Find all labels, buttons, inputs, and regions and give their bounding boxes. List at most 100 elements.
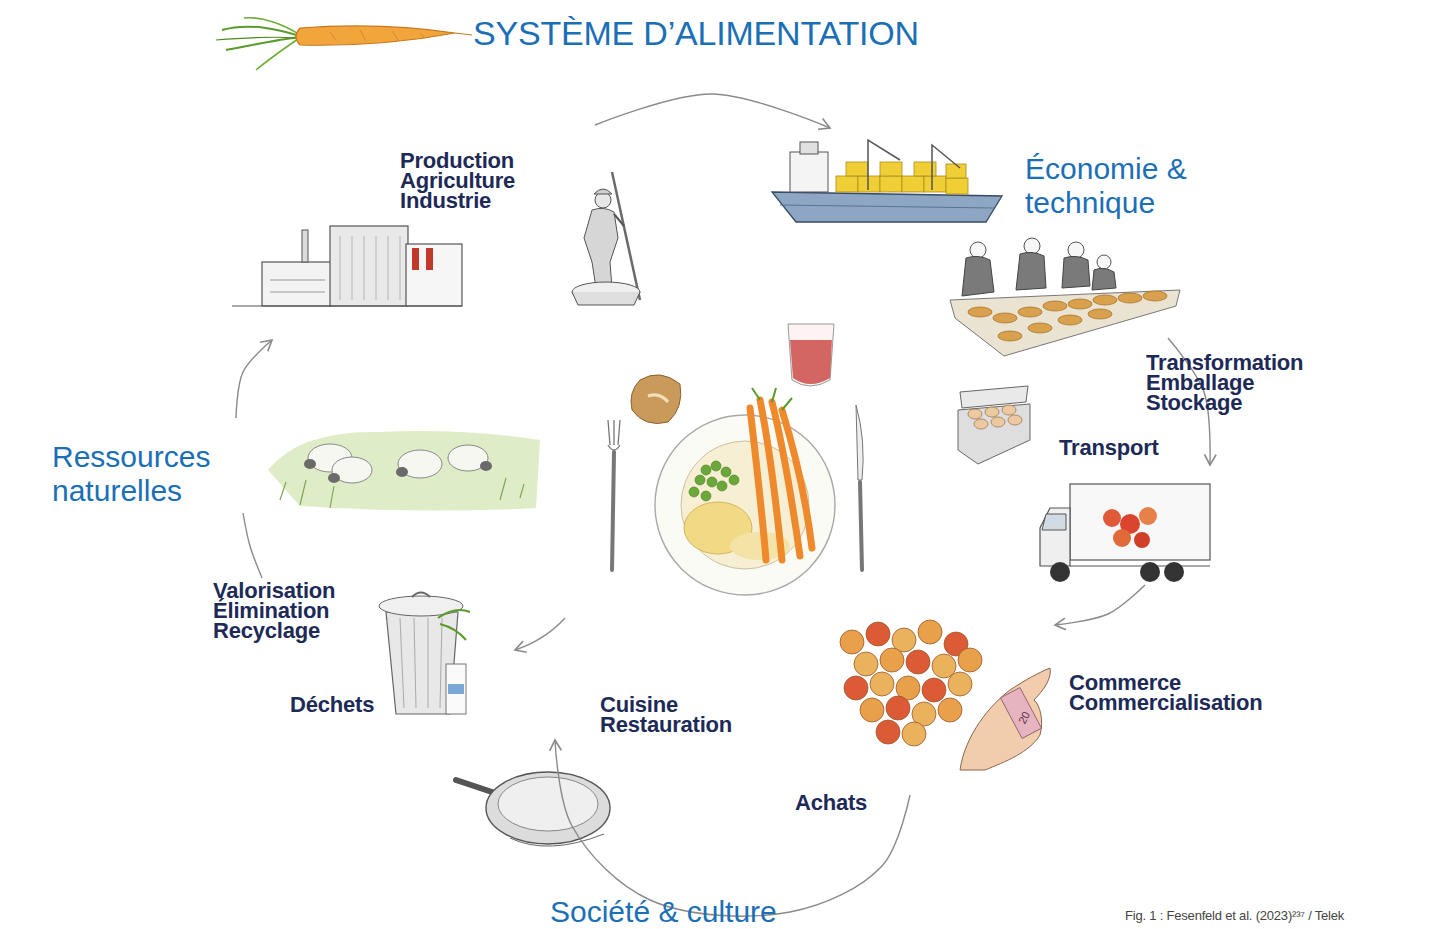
workers-illustration — [950, 238, 1180, 356]
stage-label: Transport — [1059, 438, 1179, 458]
factory-illustration — [270, 280, 325, 292]
pan-illustration — [456, 780, 492, 792]
factory-illustration — [412, 248, 419, 270]
workers-illustration — [968, 291, 1167, 341]
ship-illustration — [946, 178, 968, 194]
sheep-illustration — [328, 473, 340, 483]
sheep-illustration — [268, 431, 540, 511]
ship-illustration — [924, 176, 946, 192]
meal-illustration — [612, 452, 614, 570]
meal-illustration — [788, 324, 834, 386]
stage-node: Transport — [1000, 465, 1215, 585]
sheep-illustration — [268, 431, 540, 511]
meal-illustration — [856, 405, 863, 480]
meal-illustration — [752, 388, 792, 410]
cook-illustration — [572, 292, 640, 305]
flow-arrow — [595, 94, 830, 128]
pan-illustration — [498, 777, 598, 831]
flow-arrow — [243, 513, 262, 578]
hand-illustration — [960, 668, 1050, 770]
carrot-illustration — [244, 18, 300, 35]
category-label: Économie & technique — [1025, 152, 1215, 220]
carrot-illustration — [330, 30, 425, 41]
workers-illustration — [998, 331, 1022, 341]
workers-illustration — [1093, 295, 1117, 305]
workers-illustration — [1097, 255, 1111, 269]
stage-node: Transformation Emballage Stockage — [770, 128, 1190, 338]
workers-illustration — [950, 290, 1180, 356]
stage-node: Commerce Commercialisation — [835, 625, 1275, 795]
workers-illustration — [968, 307, 992, 317]
ship-illustration — [846, 162, 868, 176]
egg-carton-illustration — [991, 417, 1005, 427]
meal-illustration — [721, 467, 731, 477]
diagram-title: SYSTÈME D’ALIMENTATION — [473, 13, 919, 53]
workers-illustration — [1058, 315, 1082, 325]
truck-illustration — [1042, 514, 1066, 530]
ship-illustration — [858, 176, 880, 192]
workers-illustration — [1092, 268, 1116, 290]
pan-illustration — [456, 772, 610, 846]
meal-illustration — [701, 491, 711, 501]
apples-illustration — [870, 672, 894, 696]
flow-arrow — [555, 740, 910, 916]
workers-illustration — [1088, 309, 1112, 319]
apples-illustration — [902, 722, 926, 746]
egg-carton-illustration — [1008, 415, 1022, 425]
carrot-illustration — [216, 18, 472, 70]
meal-illustration — [707, 477, 717, 487]
workers-illustration — [1118, 293, 1142, 303]
truck-illustration — [1139, 507, 1157, 525]
meal-illustration — [860, 482, 862, 570]
stage-node: Ressources naturelles — [50, 418, 540, 513]
egg-carton-illustration — [968, 405, 1022, 429]
ship-illustration — [772, 140, 1002, 222]
stage-label: Transformation Emballage Stockage — [1146, 353, 1321, 413]
truck-illustration — [1040, 508, 1070, 566]
pan-illustration — [510, 834, 604, 846]
hand-illustration — [960, 668, 1050, 770]
workers-illustration — [1018, 307, 1042, 317]
egg-carton-illustration — [985, 407, 999, 417]
egg-carton-illustration — [958, 386, 1030, 464]
banknote-value: 20 — [1016, 702, 1036, 725]
apples-illustration — [886, 696, 910, 720]
apples-illustration — [840, 620, 982, 746]
carrot-illustration — [256, 39, 298, 70]
workers-illustration — [1043, 301, 1067, 311]
trash-illustration — [438, 610, 470, 640]
meal-illustration — [689, 487, 699, 497]
stage-node: Production Agriculture Industrie — [230, 125, 650, 340]
meal-illustration — [695, 475, 705, 485]
stage-node: Valorisation Élimination RecyclageDéchet… — [210, 578, 475, 723]
stage-label: Ressources naturelles — [52, 440, 227, 508]
category-label: Société & culture — [550, 895, 870, 929]
apples-illustration — [840, 630, 864, 654]
workers-illustration — [1024, 238, 1040, 254]
apples-illustration — [958, 648, 982, 672]
workers-illustration — [1028, 323, 1052, 333]
factory-illustration — [232, 226, 462, 306]
stage-label: Valorisation Élimination Recyclage — [213, 581, 353, 641]
flow-arrow — [1055, 585, 1145, 625]
trash-illustration — [446, 664, 466, 714]
egg-carton-illustration — [958, 404, 1030, 464]
truck-illustration — [1040, 484, 1210, 582]
edge-label: Achats — [795, 793, 867, 813]
meal-illustration — [750, 400, 812, 560]
workers-illustration — [1062, 256, 1090, 288]
ship-illustration — [880, 162, 902, 176]
sheep-illustration — [396, 467, 408, 477]
truck-illustration — [1070, 566, 1210, 567]
sheep-illustration — [304, 459, 316, 469]
flow-arrow — [236, 340, 272, 418]
apples-illustration — [854, 652, 878, 676]
meal-illustration — [648, 395, 668, 402]
cook-illustration — [572, 172, 640, 305]
meal-illustration — [608, 420, 620, 450]
stage-label: Cuisine Restauration — [600, 695, 750, 735]
workers-illustration — [1016, 252, 1046, 290]
trash-illustration — [379, 593, 470, 715]
factory-illustration — [426, 248, 433, 270]
truck-illustration — [1113, 529, 1131, 547]
